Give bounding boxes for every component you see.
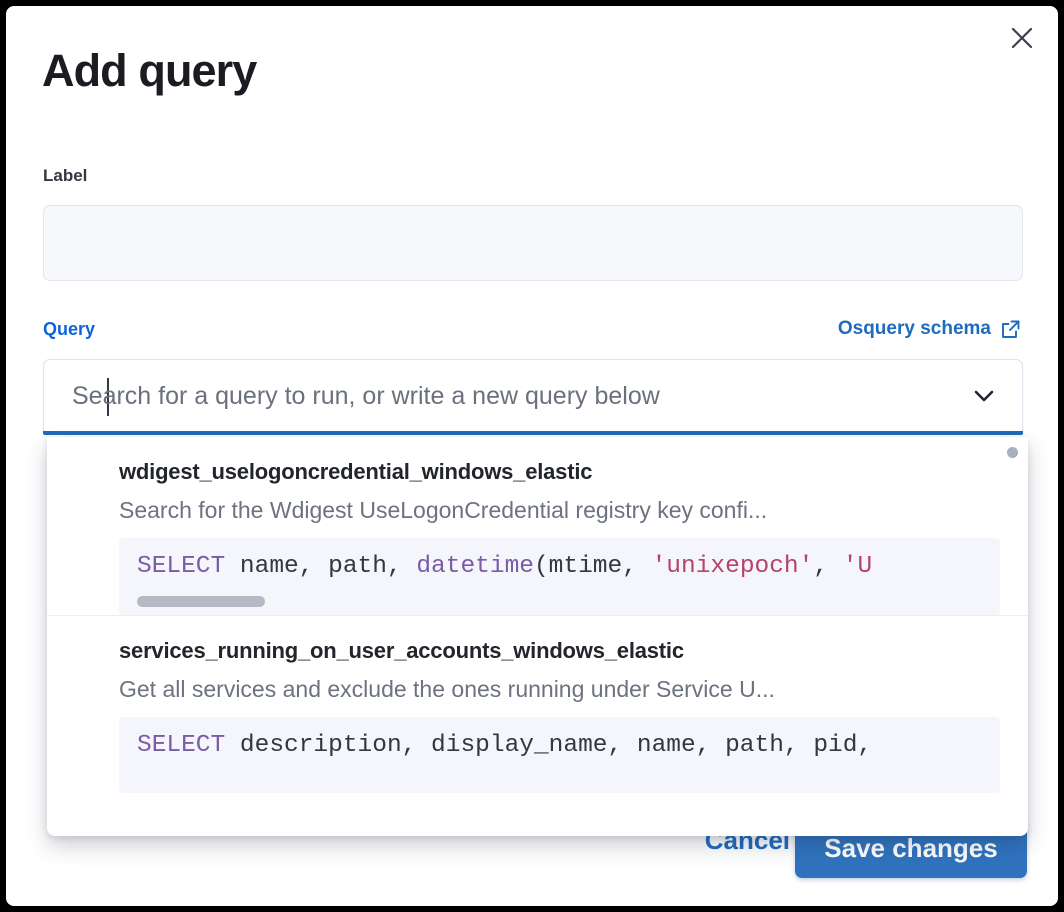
option-description: Get all services and exclude the ones ru… [119,675,775,702]
query-suggestions-dropdown: wdigest_uselogoncredential_windows_elast… [47,437,1028,836]
option-title: services_running_on_user_accounts_window… [119,637,684,663]
code-scrollbar-thumb[interactable] [137,595,265,607]
label-field-label: Label [43,166,88,185]
dropdown-scrollbar[interactable] [1007,447,1018,458]
option-code-block: SELECT name, path, datetime(mtime, 'unix… [119,538,1000,615]
list-item[interactable]: wdigest_uselogoncredential_windows_elast… [47,437,1028,615]
option-title: wdigest_uselogoncredential_windows_elast… [119,459,593,484]
close-icon [1009,25,1035,51]
option-code-line: SELECT name, path, datetime(mtime, 'unix… [137,553,873,580]
label-input[interactable] [43,205,1023,281]
osquery-schema-link-label: Osquery schema [837,318,991,339]
add-query-modal: Add query Label Query Osquery schema Sea… [6,6,1058,906]
code-scrollbar-track[interactable] [119,593,1000,615]
query-field-label: Query [43,319,96,339]
list-item[interactable]: services_running_on_user_accounts_window… [47,614,1028,794]
external-link-icon [1000,319,1021,340]
option-code-block: SELECT description, display_name, name, … [119,716,1000,794]
query-focus-underline [43,431,1023,435]
option-code-line: SELECT description, display_name, name, … [137,731,873,759]
chevron-down-icon[interactable] [968,360,1000,432]
query-input-placeholder: Search for a query to run, or write a ne… [72,381,660,410]
code-scrollbar-track[interactable] [119,771,1000,793]
query-combobox[interactable]: Search for a query to run, or write a ne… [43,359,1023,433]
option-description: Search for the Wdigest UseLogonCredentia… [119,497,768,523]
page-title: Add query [42,45,257,96]
osquery-schema-link[interactable]: Osquery schema [838,318,1021,340]
text-cursor [107,378,109,416]
close-button[interactable] [1002,18,1042,58]
